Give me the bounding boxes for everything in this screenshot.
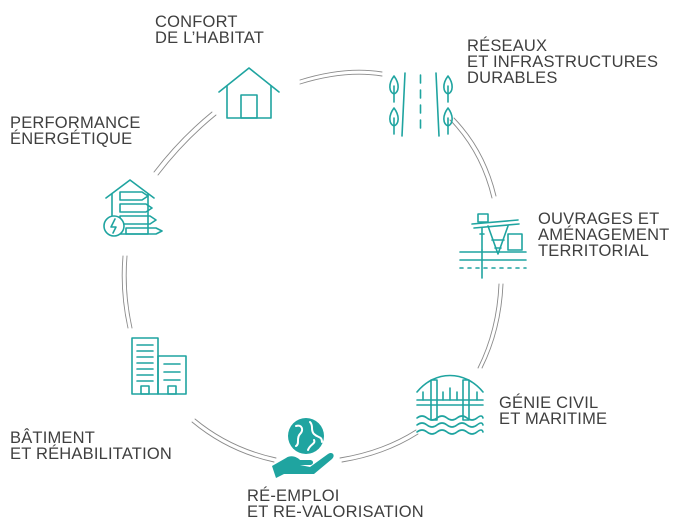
arc-3 [481,283,504,369]
label-line: ET RE-VALORISATION [247,503,424,521]
arc-1b [299,73,383,85]
label-performance: PERFORMANCE ÉNERGÉTIQUE [10,114,141,148]
label-line: CONFORT [155,13,238,31]
arc-5 [191,421,275,463]
label-ouvrages: OUVRAGES ET AMÉNAGEMENT TERRITORIAL [538,210,670,260]
label-line: PERFORMANCE [10,114,141,132]
label-genie: GÉNIE CIVIL ET MARITIME [499,394,608,428]
label-batiment: BÂTIMENT ET RÉHABILITATION [10,429,173,463]
label-line: DURABLES [467,69,558,87]
arc-7b [157,114,217,176]
label-reseaux: RÉSEAUX ET INFRASTRUCTURES DURABLES [467,37,659,87]
arc-5b [194,418,277,459]
house-icon [214,62,284,124]
label-line: RÉ-EMPLOI [247,487,340,505]
label-line: OUVRAGES ET [538,210,660,228]
arc-7 [153,111,213,173]
label-line: AMÉNAGEMENT [538,226,670,244]
label-line: RÉSEAUX [467,37,548,55]
label-line: ET INFRASTRUCTURES [467,53,659,71]
arc-1 [299,69,383,81]
road-trees-icon [386,70,456,140]
label-line: BÂTIMENT [10,429,96,447]
label-line: ET MARITIME [499,410,608,428]
label-line: TERRITORIAL [538,242,649,260]
bridge-icon [413,368,487,436]
arc-6b [125,255,133,329]
arc-3b [477,283,500,369]
globe-hand-icon [270,414,340,480]
arc-2 [453,117,497,197]
arc-4b [339,429,417,459]
label-line: DE L’HABITAT [155,29,265,47]
label-line: ÉNERGÉTIQUE [10,130,133,148]
oil-pump-icon [458,210,528,280]
energy-house-icon [100,176,164,242]
label-line: ET RÉHABILITATION [10,445,173,463]
buildings-icon [128,334,190,398]
arc-2b [449,119,493,199]
label-confort: CONFORT DE L’HABITAT [155,13,265,47]
label-line: GÉNIE CIVIL [499,394,599,412]
label-reemploi: RÉ-EMPLOI ET RE-VALORISATION [247,487,424,521]
arc-6 [121,255,129,329]
arc-4 [341,433,419,463]
